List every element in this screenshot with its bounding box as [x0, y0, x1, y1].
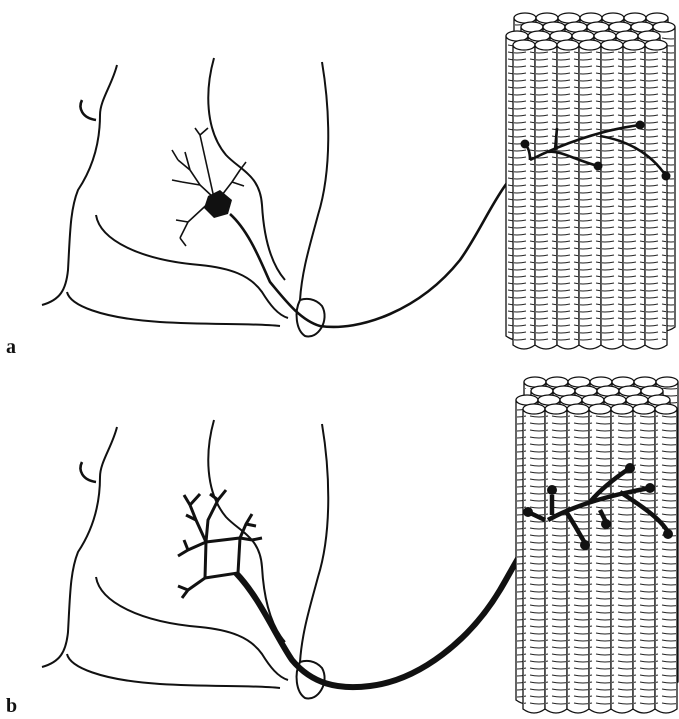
muscle-fiber-b-22: [545, 404, 567, 713]
muscle-fiber-a-24: [557, 40, 579, 349]
muscle-fiber-a-26: [601, 40, 623, 349]
muscle-fiber-a-22: [513, 40, 535, 349]
spinal-cord-outline-a: [42, 58, 328, 337]
muscle-fiber-bundle-a: [506, 13, 675, 349]
spinal-cord-outline-b: [42, 420, 328, 699]
muscle-fiber-b-27: [655, 404, 677, 713]
panel-a: [42, 13, 675, 349]
axon-a: [230, 160, 530, 327]
muscle-fiber-a-27: [623, 40, 645, 349]
muscle-fiber-b-25: [611, 404, 633, 713]
motor-neuron-a: [172, 128, 246, 246]
panel-label-a: a: [6, 336, 16, 359]
muscle-fiber-b-21: [523, 404, 545, 713]
panel-b: [42, 377, 678, 713]
motor-neuron-b: [178, 490, 262, 598]
muscle-fiber-a-23: [535, 40, 557, 349]
muscle-fiber-a-25: [579, 40, 601, 349]
muscle-fiber-b-26: [633, 404, 655, 713]
panel-label-b: b: [6, 695, 17, 718]
muscle-fiber-a-28: [645, 40, 667, 349]
muscle-fiber-b-24: [589, 404, 611, 713]
soma-a: [204, 190, 232, 218]
axon-b: [236, 520, 548, 687]
muscle-fiber-b-23: [567, 404, 589, 713]
muscle-fiber-bundle-b: [516, 377, 678, 713]
